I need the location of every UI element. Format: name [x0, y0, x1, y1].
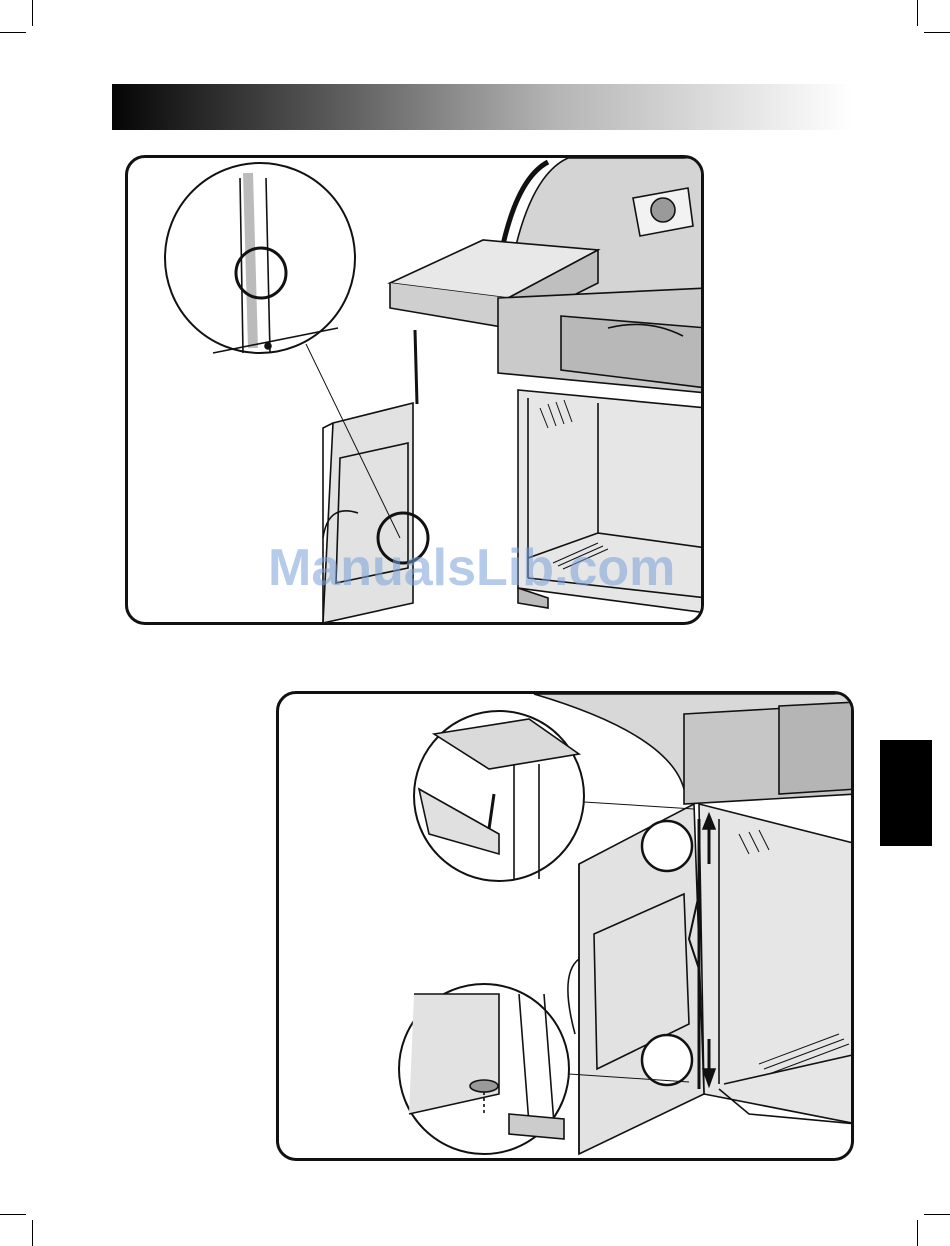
crop-mark-bottom-right-h [924, 1214, 950, 1215]
crop-mark-bottom-right-v [917, 1220, 918, 1246]
crop-mark-top-right-v [917, 0, 918, 26]
crop-mark-bottom-left-v [32, 1220, 33, 1246]
crop-mark-bottom-left-h [0, 1214, 26, 1215]
crop-mark-top-left-v [32, 0, 33, 26]
figure-2-illustration [279, 694, 854, 1161]
section-side-tab [880, 740, 932, 846]
crop-mark-top-left-h [0, 32, 26, 33]
crop-mark-top-right-h [924, 32, 950, 33]
watermark-text: ManualsLib.com [268, 538, 698, 598]
figure-2-panel [276, 691, 854, 1161]
section-header-bar [112, 84, 852, 130]
